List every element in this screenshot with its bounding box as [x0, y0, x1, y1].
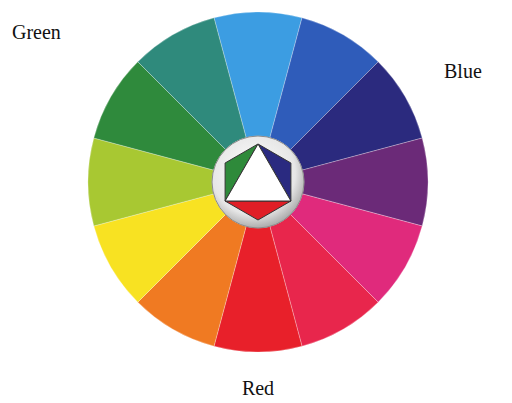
- color-label: Green: [12, 21, 61, 44]
- white-triangle: [225, 144, 291, 201]
- hub-hexagon: [225, 144, 291, 220]
- hub-circle: [212, 136, 304, 228]
- blue-green-segment: [138, 18, 246, 150]
- wheel-segments: [88, 12, 428, 352]
- color-label: Blue: [444, 60, 482, 83]
- color-label: Red: [242, 377, 274, 400]
- red-triangle: [225, 201, 291, 220]
